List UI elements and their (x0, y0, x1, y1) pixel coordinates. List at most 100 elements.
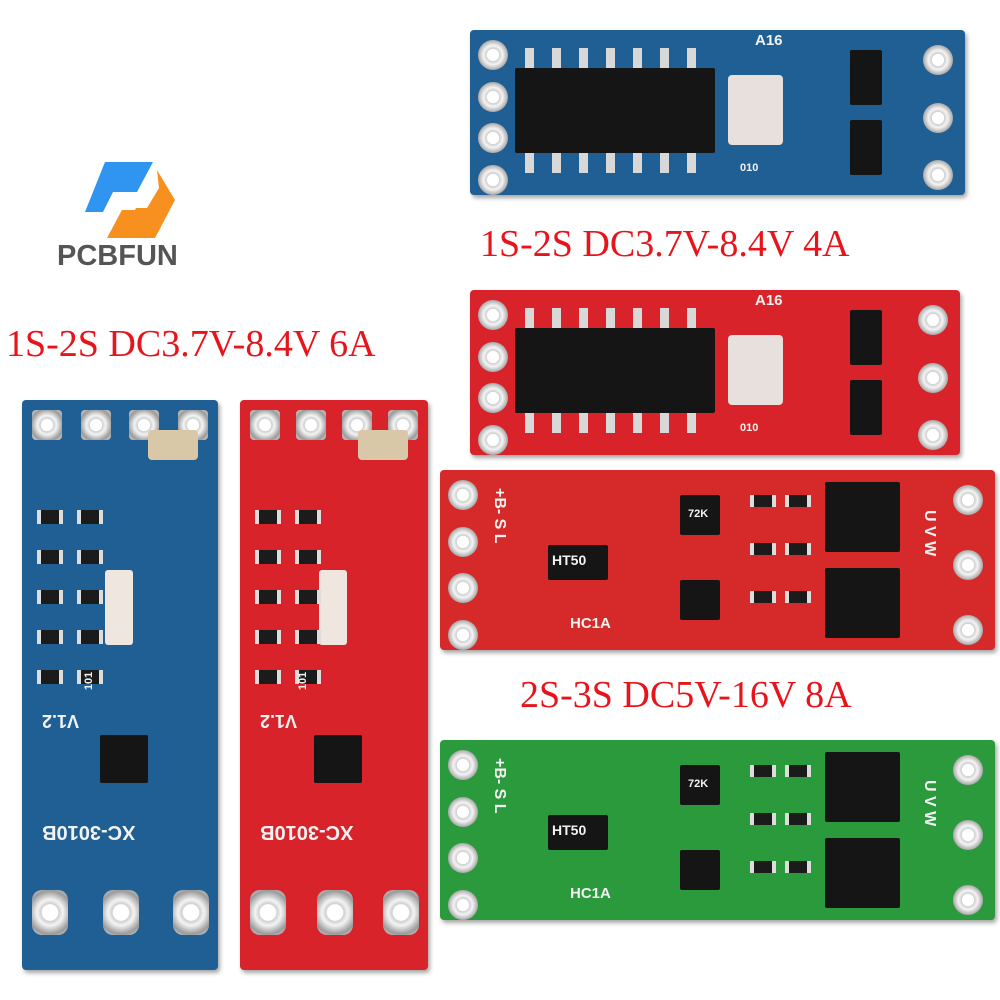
pad-icon (478, 40, 508, 70)
brand-name: PCBFUN (57, 240, 178, 272)
silk-pins-left: +B- S L (491, 758, 508, 814)
resistor-icon (295, 510, 321, 524)
resistor-icon (255, 590, 281, 604)
silk-010: 010 (740, 422, 759, 434)
pad-icon (918, 420, 948, 450)
chip-icon (680, 580, 720, 620)
pin-icon (606, 153, 615, 173)
pin-icon (579, 413, 588, 433)
pad-icon (953, 485, 983, 515)
pad-icon (478, 300, 508, 330)
pad-icon (478, 341, 508, 372)
silk-hc1a: HC1A (570, 885, 611, 902)
switch-icon (319, 570, 347, 645)
pad-icon (448, 890, 478, 920)
resistor-icon (37, 670, 63, 684)
pin-icon (579, 308, 588, 328)
silk-101: 101 (83, 671, 96, 691)
silk-72k: 72K (688, 778, 709, 790)
mosfet-icon (825, 568, 900, 638)
pad-icon (32, 890, 68, 935)
silk-101: 101 (297, 671, 310, 691)
resistor-icon (295, 630, 321, 644)
pad-icon (953, 885, 983, 915)
resistor-icon (785, 591, 811, 603)
mosfet-icon (825, 838, 900, 908)
silk-010: 010 (740, 162, 759, 174)
label-6a: 1S-2S DC3.7V-8.4V 6A (6, 323, 376, 365)
resistor-icon (750, 591, 776, 603)
pin-icon (525, 153, 534, 173)
resistor-icon (750, 495, 776, 507)
mosfet-icon (850, 120, 882, 175)
pad-icon (448, 796, 478, 827)
silk-pins-right: U V W (921, 510, 938, 557)
pad-icon (478, 81, 508, 112)
pad-icon (923, 160, 953, 190)
pad-icon (383, 890, 419, 935)
resistor-icon (77, 510, 103, 524)
mosfet-icon (850, 380, 882, 435)
resistor-icon (785, 813, 811, 825)
optocoupler-icon (728, 75, 783, 145)
pin-icon (660, 153, 669, 173)
silk-v12: V1.2 (260, 711, 298, 731)
ic-chip-icon (515, 328, 715, 413)
pin-icon (579, 153, 588, 173)
pin-icon (660, 308, 669, 328)
pad-icon (923, 45, 953, 75)
pin-icon (525, 413, 534, 433)
pin-icon (606, 413, 615, 433)
resistor-icon (750, 765, 776, 777)
resistor-icon (295, 550, 321, 564)
label-8a: 2S-3S DC5V-16V 8A (520, 674, 852, 716)
pin-icon (525, 308, 534, 328)
pad-icon (448, 480, 478, 510)
pad-icon (478, 123, 508, 154)
pad-icon (250, 890, 286, 935)
pad-icon (953, 820, 983, 850)
chip-icon (680, 495, 720, 535)
pad-icon (953, 550, 983, 580)
pad-icon (448, 750, 478, 780)
pad-icon (478, 425, 508, 455)
pin-icon (687, 153, 696, 173)
pin-icon (687, 48, 696, 68)
pin-icon (606, 48, 615, 68)
silk-hc1a: HC1A (570, 615, 611, 632)
pad-icon (478, 165, 508, 195)
resistor-icon (785, 495, 811, 507)
pin-icon (633, 153, 642, 173)
resistor-icon (77, 630, 103, 644)
switch-icon (105, 570, 133, 645)
silk-a16: A16 (755, 32, 783, 49)
pin-icon (633, 48, 642, 68)
silk-v12: V1.2 (42, 711, 80, 731)
pad-icon (953, 755, 983, 785)
pad-icon (918, 362, 948, 393)
pcbfun-logo-icon (85, 162, 175, 238)
resistor-icon (785, 543, 811, 555)
resistor-icon (77, 550, 103, 564)
ht50-chip-icon (548, 545, 608, 580)
pin-icon (660, 48, 669, 68)
ic-chip-icon (314, 735, 362, 783)
pin-icon (525, 48, 534, 68)
pin-icon (660, 413, 669, 433)
silk-a16: A16 (755, 292, 783, 309)
pad-icon (448, 843, 478, 874)
mosfet-icon (850, 50, 882, 105)
pad-icon (918, 305, 948, 335)
label-4a: 1S-2S DC3.7V-8.4V 4A (480, 223, 850, 265)
pcb-red-4a: A16 010 (470, 290, 960, 455)
pad-icon (316, 890, 353, 935)
pcb-blue-4a: A16 010 (470, 30, 965, 195)
pin-icon (687, 308, 696, 328)
pad-icon (953, 615, 983, 645)
resistor-icon (77, 590, 103, 604)
silk-xc: XC-3010B (260, 821, 354, 843)
pin-icon (552, 413, 561, 433)
pad-icon (448, 573, 478, 604)
